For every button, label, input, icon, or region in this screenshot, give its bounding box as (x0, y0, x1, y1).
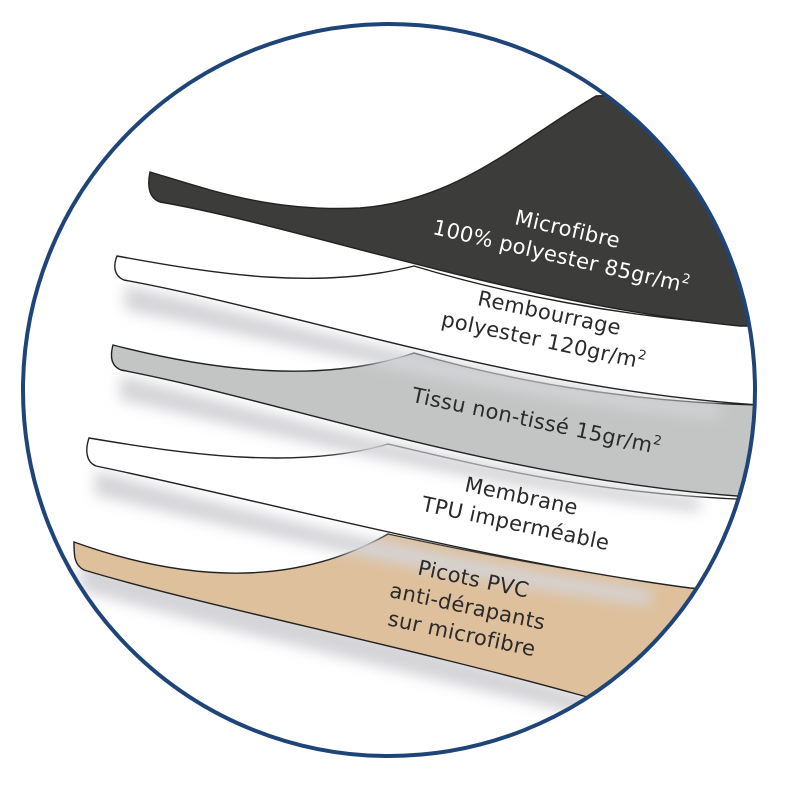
layer-tissu-shape (110, 344, 755, 498)
label-rembourrage-sup: 2 (637, 348, 649, 364)
frame-circle (21, 22, 757, 758)
layers-group (73, 89, 755, 723)
layer-shadow-tissu (120, 375, 700, 512)
layer-rembourrage-shape (114, 255, 755, 406)
layer-microfibre-shape (148, 89, 755, 327)
layer-shadow-membrane (95, 470, 650, 605)
label-microfibre-sup: 2 (680, 271, 692, 288)
layer-shadow-rembourrage (125, 285, 720, 418)
label-picots: Picots PVC anti-dérapants sur microfibre (386, 556, 548, 662)
label-tissu-sup: 2 (652, 433, 664, 449)
